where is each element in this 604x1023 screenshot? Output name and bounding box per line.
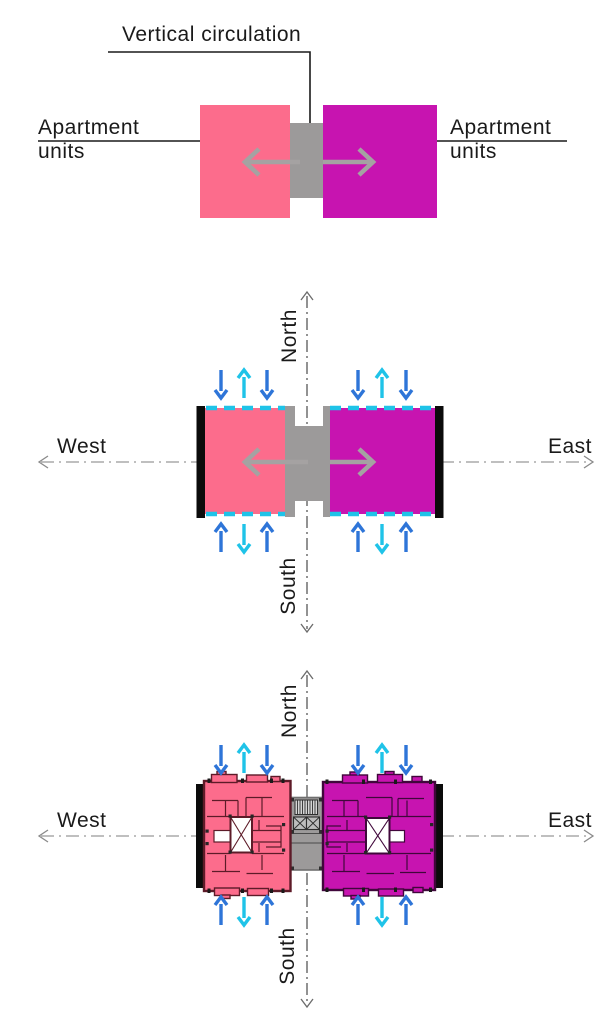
flow-arrows-mid bbox=[241, 447, 377, 477]
window-ticks bbox=[207, 778, 285, 893]
vent-arrow-down-icon bbox=[259, 745, 275, 776]
vent-arrow-up-icon bbox=[398, 521, 414, 552]
balcony-bumps bbox=[210, 770, 281, 900]
flow-arrow-left-icon bbox=[241, 147, 261, 177]
vent-arrow-up-icon bbox=[374, 367, 390, 398]
floor-plan-pink bbox=[196, 770, 292, 900]
vent-arrow-down-icon bbox=[398, 370, 414, 401]
interior-walls bbox=[207, 796, 284, 875]
vent-arrow-down-icon bbox=[213, 370, 229, 401]
light-well-x-icon bbox=[365, 817, 390, 854]
light-well-x-icon bbox=[230, 816, 253, 853]
vent-arrow-down-icon bbox=[398, 745, 414, 776]
vent-arrow-down-icon bbox=[236, 524, 252, 555]
apartment-units-right-label2: units bbox=[450, 140, 497, 163]
columns bbox=[205, 814, 286, 854]
vent-arrow-down-icon bbox=[236, 897, 252, 928]
stair-treads bbox=[297, 800, 316, 815]
facade-bar-east bbox=[435, 406, 444, 518]
elevator-x-marks bbox=[293, 816, 320, 830]
compass-label-east: East bbox=[548, 809, 592, 832]
facade-bar-west bbox=[196, 784, 204, 888]
vent-arrows-plan-bottom bbox=[213, 894, 414, 928]
floor-plan-magenta bbox=[321, 770, 443, 900]
vent-arrow-down-icon bbox=[259, 370, 275, 401]
axis-arrow-south-icon bbox=[300, 998, 314, 1009]
vertical-circulation-label: Vertical circulation bbox=[122, 23, 301, 46]
flow-arrows-top bbox=[241, 147, 377, 177]
vent-arrow-up-icon bbox=[236, 367, 252, 398]
vent-arrow-up-icon bbox=[259, 894, 275, 925]
apartment-units-right-label: Apartment bbox=[450, 116, 551, 139]
flow-arrow-left-icon bbox=[241, 447, 261, 477]
vent-arrow-up-icon bbox=[398, 894, 414, 925]
compass-label-north: North bbox=[278, 309, 301, 363]
vent-arrows-mid-top bbox=[213, 367, 414, 401]
vent-arrow-up-icon bbox=[259, 521, 275, 552]
vent-arrow-up-icon bbox=[350, 521, 366, 552]
compass-label-east: East bbox=[548, 435, 592, 458]
vent-arrow-up-icon bbox=[213, 894, 229, 925]
corridor-pink bbox=[213, 829, 232, 843]
panel-top: Vertical circulation Apartment units Apa… bbox=[38, 23, 567, 218]
axis-arrow-north-icon bbox=[300, 669, 314, 680]
panel-middle: North South West East bbox=[37, 290, 595, 634]
vent-arrow-up-icon bbox=[236, 742, 252, 773]
vent-arrow-down-icon bbox=[374, 524, 390, 555]
core-hall-lines bbox=[290, 833, 323, 844]
compass-label-west: West bbox=[57, 809, 106, 832]
axis-arrow-west-icon bbox=[37, 829, 49, 843]
vent-arrow-down-icon bbox=[374, 897, 390, 928]
compass-label-west: West bbox=[57, 435, 106, 458]
compass-label-north: North bbox=[278, 684, 301, 738]
vent-arrow-down-icon bbox=[350, 745, 366, 776]
corridor-magenta bbox=[388, 829, 406, 843]
balcony-bumps bbox=[341, 770, 424, 900]
flow-arrow-right-icon bbox=[357, 447, 377, 477]
compass-label-south: South bbox=[276, 927, 299, 984]
core-columns bbox=[290, 798, 323, 870]
interior-walls bbox=[326, 796, 431, 875]
vent-arrow-down-icon bbox=[350, 370, 366, 401]
axis-arrow-west-icon bbox=[37, 455, 49, 469]
apartment-units-left-label2: units bbox=[38, 140, 85, 163]
panel-bottom: North South West East bbox=[37, 669, 595, 1009]
facade-bar-west bbox=[196, 406, 205, 518]
permeable-edges bbox=[206, 405, 434, 517]
vent-arrows-plan-top bbox=[213, 742, 414, 776]
facade-bar-east bbox=[435, 784, 443, 888]
axis-arrow-south-icon bbox=[300, 623, 314, 634]
circulation-core-plan bbox=[289, 796, 324, 871]
vent-arrow-up-icon bbox=[350, 894, 366, 925]
elevator-icon bbox=[292, 816, 321, 831]
vent-arrow-down-icon bbox=[213, 745, 229, 776]
compass-label-south: South bbox=[277, 557, 300, 614]
axis-arrow-east-icon bbox=[583, 455, 595, 469]
axis-arrow-east-icon bbox=[583, 829, 595, 843]
stair-icon bbox=[294, 799, 318, 815]
vent-arrow-up-icon bbox=[374, 742, 390, 773]
columns bbox=[325, 815, 434, 855]
vent-arrow-up-icon bbox=[213, 521, 229, 552]
vent-arrows-mid-bottom bbox=[213, 521, 414, 555]
axis-arrow-north-icon bbox=[300, 290, 314, 301]
leader-line-vertical-circulation bbox=[108, 51, 311, 140]
flow-arrow-right-icon bbox=[357, 147, 377, 177]
window-ticks bbox=[325, 779, 432, 892]
apartment-units-left-label: Apartment bbox=[38, 116, 139, 139]
